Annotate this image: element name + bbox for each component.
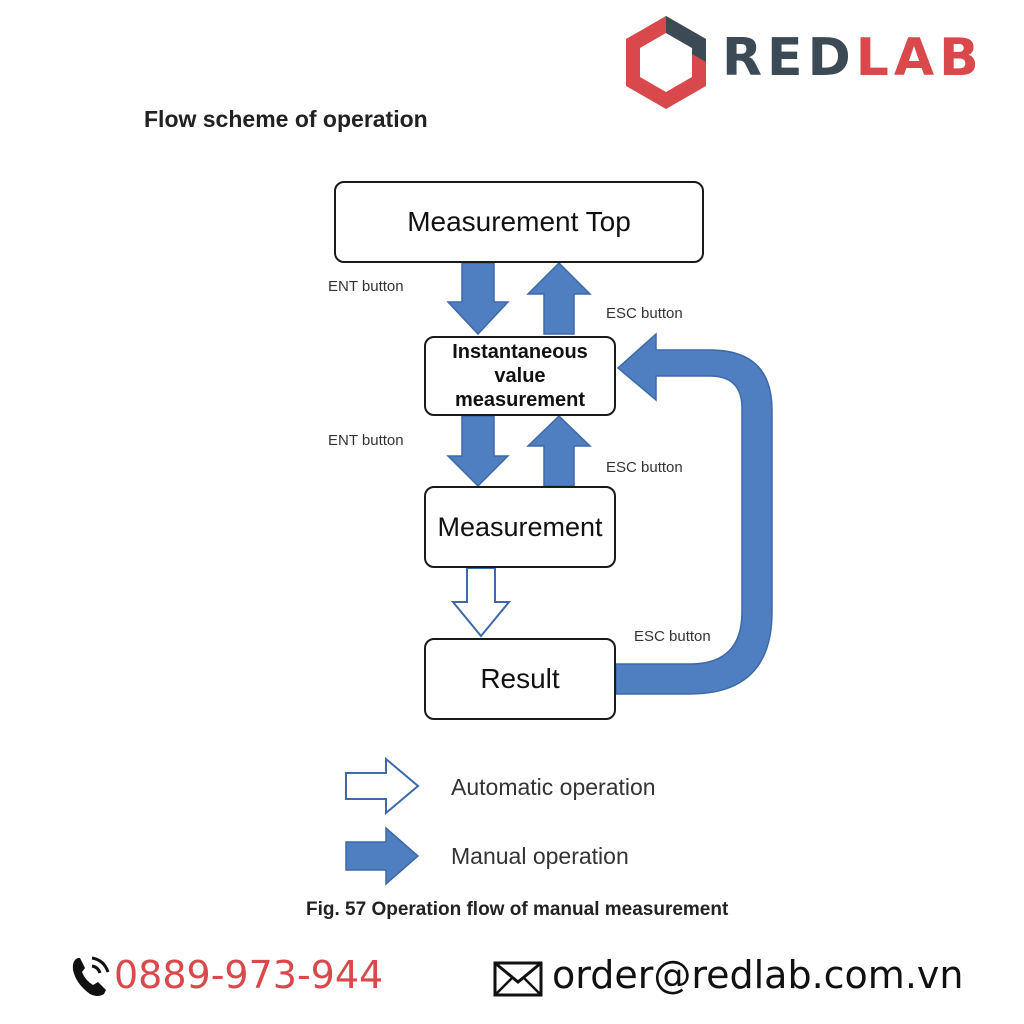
logo-text-red: RED — [722, 28, 856, 88]
node-instantaneous-value-measurement: Instantaneous value measurement — [424, 336, 616, 416]
node-measurement: Measurement — [424, 486, 616, 568]
ent-arrow-down-2 — [446, 415, 510, 488]
logo-hexagon-icon — [626, 16, 706, 109]
label-esc-button-1: ESC button — [606, 305, 683, 322]
label-esc-button-2: ESC button — [606, 459, 683, 476]
figure-caption: Fig. 57 Operation flow of manual measure… — [306, 899, 729, 920]
page-heading: Flow scheme of operation — [144, 106, 428, 132]
legend-manual-arrow-icon — [345, 826, 420, 886]
email-address[interactable]: order@redlab.com.vn — [552, 953, 964, 997]
label-ent-button-2: ENT button — [328, 432, 404, 449]
esc-arrow-up-1 — [526, 261, 592, 335]
phone-icon — [72, 956, 110, 996]
label-esc-button-3: ESC button — [634, 628, 711, 645]
legend-manual-label: Manual operation — [451, 843, 629, 869]
logo-text: REDLAB — [722, 28, 984, 88]
node-instantaneous-line-3: measurement — [454, 389, 586, 411]
esc-arrow-up-2 — [526, 414, 592, 487]
esc-return-arrow — [615, 332, 773, 695]
logo-text-lab: LAB — [855, 28, 984, 88]
node-result: Result — [424, 638, 616, 720]
automatic-arrow-down — [450, 567, 512, 638]
node-measurement-top: Measurement Top — [334, 181, 704, 263]
legend-automatic-arrow-icon — [345, 756, 420, 816]
node-instantaneous-line-1: Instantaneous — [452, 341, 588, 363]
node-instantaneous-line-2: value — [494, 365, 546, 387]
ent-arrow-down-1 — [446, 262, 510, 336]
label-ent-button-1: ENT button — [328, 278, 404, 295]
legend-automatic-label: Automatic operation — [451, 774, 656, 800]
phone-number[interactable]: 0889-973-944 — [114, 953, 384, 997]
envelope-icon — [493, 961, 543, 997]
